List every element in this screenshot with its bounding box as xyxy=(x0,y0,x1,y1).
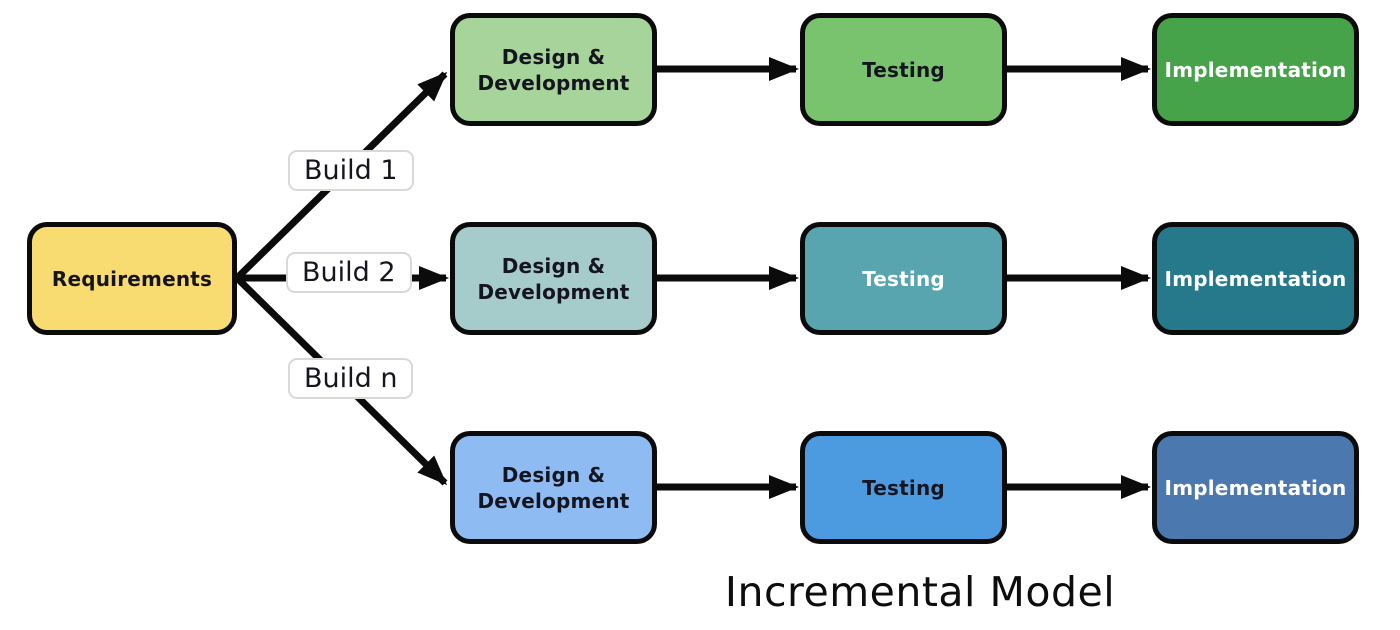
build-n-label: Build n xyxy=(288,358,414,399)
implementation-box-row1: Implementation xyxy=(1152,13,1359,126)
build-1-label: Build 1 xyxy=(288,150,414,191)
testing-box-row1: Testing xyxy=(800,13,1007,126)
design-development-box-row2: Design & Development xyxy=(450,222,657,335)
testing-box-row3: Testing xyxy=(800,431,1007,544)
implementation-box-row3: Implementation xyxy=(1152,431,1359,544)
design-development-box-row3: Design & Development xyxy=(450,431,657,544)
build-2-label: Build 2 xyxy=(286,252,412,293)
requirements-box: Requirements xyxy=(27,222,237,335)
implementation-box-row2: Implementation xyxy=(1152,222,1359,335)
testing-box-row2: Testing xyxy=(800,222,1007,335)
design-development-box-row1: Design & Development xyxy=(450,13,657,126)
diagram-title: Incremental Model xyxy=(724,568,1116,616)
